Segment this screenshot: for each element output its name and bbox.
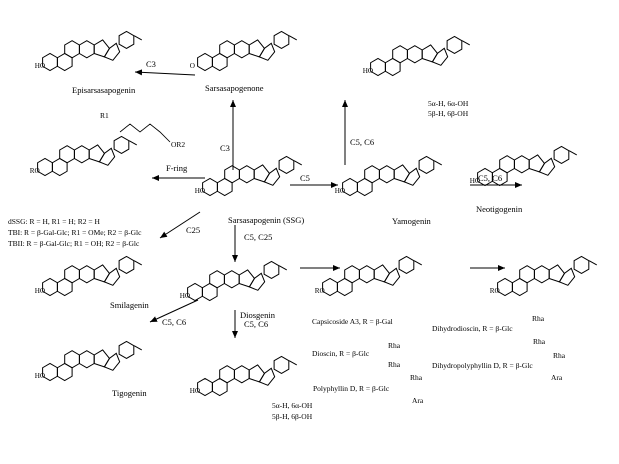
dihydropolyphyllin-rha: Rha bbox=[553, 351, 566, 360]
dssg-label: dSSG: R = H, R1 = H; R2 = H bbox=[8, 217, 100, 226]
substituent-label: HO bbox=[335, 187, 345, 195]
substituent-label: HO bbox=[470, 177, 480, 185]
tigogenin-structure: HO bbox=[35, 340, 143, 382]
substituent-label: HO bbox=[195, 187, 205, 195]
sarsasapogenone-label: Sarsasapogenone bbox=[205, 83, 264, 93]
capsicoside-label: Capsicoside A3, R = β-Gal bbox=[312, 317, 393, 326]
hydroxy-top-label-1: 5α-H, 6α-OH bbox=[428, 99, 469, 108]
yamogenin-label: Yamogenin bbox=[392, 216, 431, 226]
hydroxy-bottom-label-2: 5β-H, 6β-OH bbox=[272, 412, 313, 421]
reaction-c5c6-left: C5, C6 bbox=[162, 317, 187, 327]
dssg-or2-label: OR2 bbox=[171, 140, 186, 149]
substituent-label: HO bbox=[363, 67, 373, 75]
substituent-label: HO bbox=[190, 387, 200, 395]
substituent-label: RO bbox=[490, 287, 500, 295]
reaction-c5c6-bottom: C5, C6 bbox=[244, 319, 269, 329]
diosgenin-label: Diosgenin bbox=[240, 310, 275, 320]
tbii-label: TBII: R = β-Gal-Glc; R1 = OH; R2 = β-Glc bbox=[8, 239, 140, 248]
ssg-structure: HO bbox=[195, 155, 303, 197]
substituent-label: RO bbox=[30, 167, 40, 175]
ssg-label: Sarsasapogenin (SSG) bbox=[228, 215, 305, 225]
dioscin-rha-1: Rha bbox=[388, 341, 401, 350]
reaction-f-ring: F-ring bbox=[166, 163, 188, 173]
dihydrodioscin-structure: RO bbox=[490, 255, 598, 297]
dihydropolyphyllin-label: Dihydropolyphyllin D, R = β-Glc bbox=[432, 361, 533, 370]
dihydropolyphyllin-ara: Ara bbox=[551, 373, 563, 382]
reaction-c3-mid: C3 bbox=[220, 143, 230, 153]
arrow-c25 bbox=[159, 211, 201, 239]
sarsasapogenone-structure: O bbox=[190, 30, 298, 72]
diosgenin-structure: HO bbox=[180, 260, 288, 302]
polyphyllin-ara: Ara bbox=[412, 396, 424, 405]
tbi-label: TBI: R = β-Gal-Glc; R1 = OMe; R2 = β-Glc bbox=[8, 228, 142, 237]
arrow-c5c6-left bbox=[149, 299, 199, 323]
polyphyllin-rha: Rha bbox=[410, 373, 423, 382]
substituent-label: O bbox=[190, 62, 195, 70]
hydroxy-bottom-label-1: 5α-H, 6α-OH bbox=[272, 401, 313, 410]
episarsasapogenin-structure: HO bbox=[35, 30, 143, 72]
dihydrodioscin-rha-2: Rha bbox=[533, 337, 546, 346]
substituent-label: HO bbox=[180, 292, 190, 300]
tigogenin-label: Tigogenin bbox=[112, 388, 147, 398]
arrow-c3-top bbox=[134, 69, 196, 76]
hydroxy-bottom-structure: HO bbox=[190, 355, 298, 397]
reaction-c5: C5 bbox=[300, 173, 310, 183]
neotigogenin-structure: HO bbox=[470, 145, 578, 187]
reaction-c5c25: C5, C25 bbox=[244, 232, 273, 242]
hydroxy-top-label-2: 5β-H, 6β-OH bbox=[428, 109, 469, 118]
substituent-label: HO bbox=[35, 287, 45, 295]
reaction-c25: C25 bbox=[186, 225, 201, 235]
hydroxy-top-structure: HO bbox=[363, 35, 471, 77]
reaction-c5c6-top: C5, C6 bbox=[350, 137, 375, 147]
polyphyllin-label: Polyphyllin D, R = β-Glc bbox=[313, 384, 390, 393]
dihydrodioscin-label: Dihydrodioscin, R = β-Glc bbox=[432, 324, 513, 333]
smilagenin-label: Smilagenin bbox=[110, 300, 149, 310]
reaction-c3-top: C3 bbox=[146, 59, 156, 69]
dihydrodioscin-rha-1: Rha bbox=[532, 314, 545, 323]
substituent-label: HO bbox=[35, 62, 45, 70]
dioscin-rha-2: Rha bbox=[388, 360, 401, 369]
dssg-structure: RO bbox=[30, 135, 138, 177]
episarsasapogenin-label: Episarsasapogenin bbox=[72, 85, 136, 95]
yamogenin-structure: HO bbox=[335, 155, 443, 197]
dssg-side-chain bbox=[119, 123, 171, 143]
substituent-label: RO bbox=[315, 287, 325, 295]
smilagenin-structure: HO bbox=[35, 255, 143, 297]
reaction-c5c6-right: C5, C6 bbox=[478, 173, 503, 183]
neotigogenin-label: Neotigogenin bbox=[476, 204, 523, 214]
dssg-r1-label: R1 bbox=[100, 111, 109, 120]
dioscin-label: Dioscin, R = β-Glc bbox=[312, 349, 370, 358]
substituent-label: HO bbox=[35, 372, 45, 380]
capsicoside-structure: RO bbox=[315, 255, 423, 297]
